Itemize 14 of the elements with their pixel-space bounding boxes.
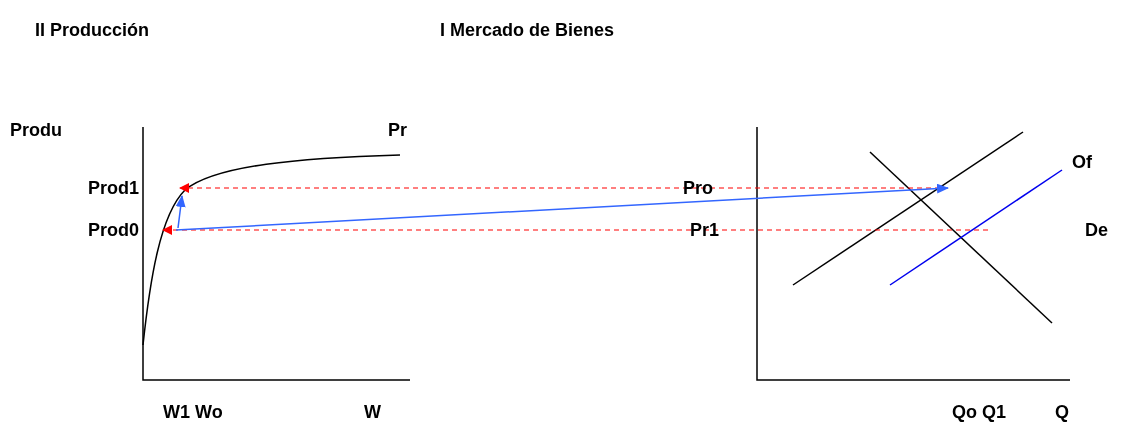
curve-label: Pr [388, 120, 407, 140]
curve-label: Of [1072, 152, 1092, 172]
axis-label: Pr1 [690, 220, 720, 240]
axis-label: Pro [683, 178, 713, 198]
panel-title: II Producción [35, 20, 149, 40]
axis-label: Qo Q1 [952, 402, 1006, 422]
axis-label: Q [1055, 402, 1069, 422]
axis-label: Prod0 [88, 220, 139, 240]
axis-label: Prod1 [88, 178, 139, 198]
axis-label: W [364, 402, 381, 422]
curve-label: De [1085, 220, 1108, 240]
axis-label: Produ [10, 120, 62, 140]
axis-label: W1 Wo [163, 402, 223, 422]
panel-title: I Mercado de Bienes [440, 20, 615, 40]
